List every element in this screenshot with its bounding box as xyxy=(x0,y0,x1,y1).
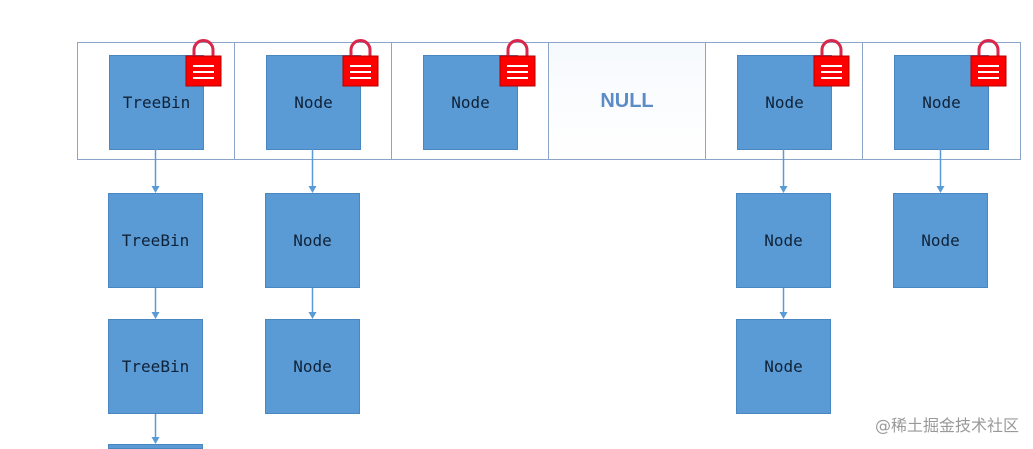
chain-node: TreeBin xyxy=(108,319,203,414)
node-label: Node xyxy=(294,93,333,112)
node-label: TreeBin xyxy=(122,93,191,112)
padlock-icon xyxy=(813,39,850,87)
arrow-head xyxy=(151,186,160,193)
chain-node: TreeBin xyxy=(108,193,203,288)
array-cell-0: TreeBin xyxy=(77,39,235,160)
array-cell-5: Node xyxy=(862,39,1021,160)
array-cell-4: Node xyxy=(705,39,863,160)
chain-node: Node xyxy=(736,319,831,414)
watermark: @稀土掘金技术社区 xyxy=(874,416,1019,435)
node-label: TreeBin xyxy=(121,231,190,250)
node-label: Node xyxy=(764,357,803,376)
arrow-head xyxy=(151,312,160,319)
node-label: TreeBin xyxy=(121,357,190,376)
node-label: Node xyxy=(293,357,332,376)
array-cell-1: Node xyxy=(234,39,392,160)
padlock-icon xyxy=(499,39,536,87)
node-label: Node xyxy=(921,231,960,250)
arrow-head xyxy=(779,186,788,193)
arrow-head xyxy=(936,186,945,193)
arrow-head xyxy=(308,312,317,319)
bucket-head-node: Node xyxy=(737,55,832,150)
node-label: Node xyxy=(451,93,490,112)
padlock-icon xyxy=(342,39,379,87)
chain-node: Node xyxy=(736,193,831,288)
hash-table-array: TreeBin Node Node NULL Node Node xyxy=(77,39,1021,160)
chain-node: Node xyxy=(893,193,988,288)
array-cell-3: NULL xyxy=(548,42,706,160)
arrow-head xyxy=(151,437,160,444)
arrow-head xyxy=(779,312,788,319)
node-label: Node xyxy=(922,93,961,112)
padlock-icon xyxy=(970,39,1007,87)
chain-node: Node xyxy=(265,193,360,288)
arrow-head xyxy=(308,186,317,193)
node-label: Node xyxy=(765,93,804,112)
node-label: Node xyxy=(764,231,803,250)
node-label: Node xyxy=(293,231,332,250)
chain-node: Node xyxy=(265,319,360,414)
array-cell-2: Node xyxy=(391,39,549,160)
padlock-icon xyxy=(185,39,222,87)
null-label: NULL xyxy=(600,89,654,112)
